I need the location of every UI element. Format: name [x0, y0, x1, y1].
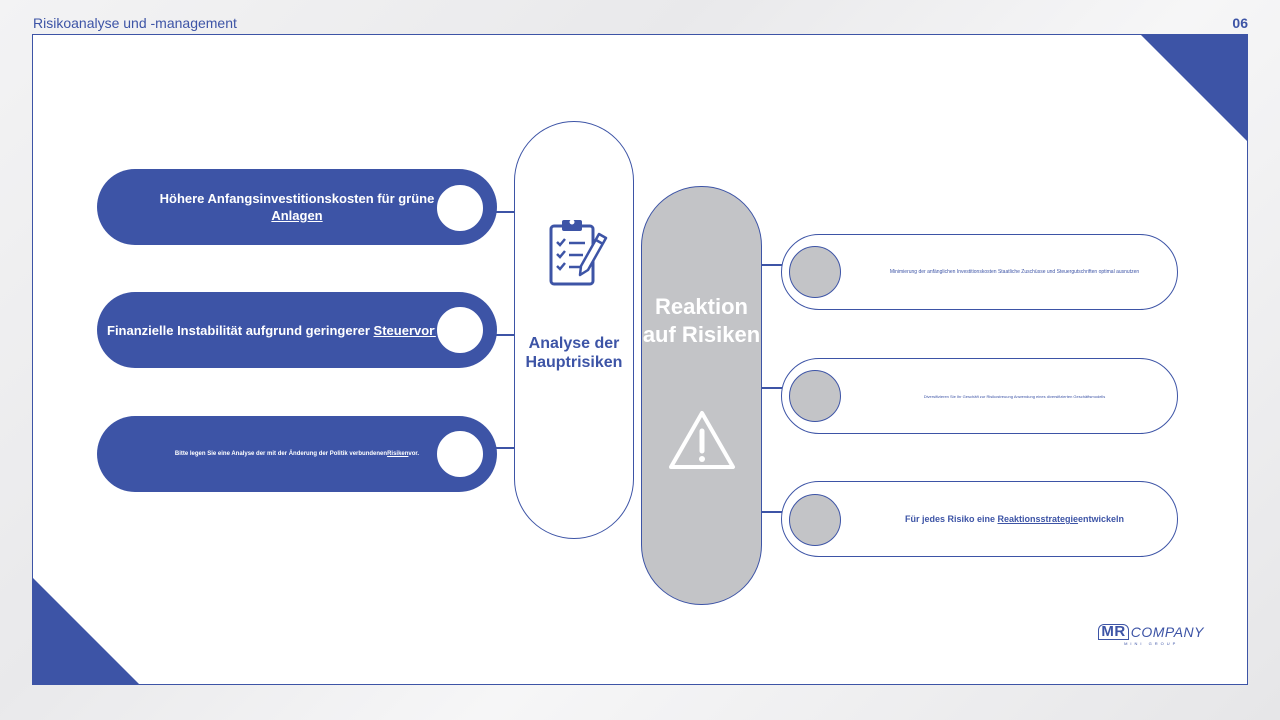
reaction-item-diversify: Diversifizieren Sie Ihr Geschäft zur Ris… — [781, 358, 1178, 434]
connector-line — [762, 264, 789, 266]
reaction-item-strategy: Für jedes Risiko eine Reaktionsstrategie… — [781, 481, 1178, 557]
connector-line — [485, 447, 515, 449]
reaction-item-text: Diversifizieren Sie Ihr Geschäft zur Ris… — [923, 393, 1106, 399]
connector-line — [485, 211, 515, 213]
clipboard-checklist-icon — [549, 219, 608, 286]
risk-item-suffix: vor. — [408, 451, 420, 457]
slide-frame: Höhere Anfangsinvestitionskosten für grü… — [32, 34, 1248, 685]
connector-line — [762, 387, 789, 389]
logo-tagline: MINI GROUP — [1124, 641, 1179, 646]
reaction-item-text: Minimierung der anfänglichen Investition… — [889, 269, 1140, 275]
page-number: 06 — [1232, 15, 1248, 31]
risk-item-investment-costs: Höhere Anfangsinvestitionskosten für grü… — [97, 169, 497, 245]
risk-item-link[interactable]: Risiken — [387, 451, 409, 457]
risk-item-policy-analysis: Bitte legen Sie eine Analyse der mit der… — [97, 416, 497, 492]
reaction-item-bullet — [789, 370, 841, 422]
corner-decoration-bottom-left — [33, 578, 139, 684]
main-risks-title: Analyse der Hauptrisiken — [525, 335, 623, 371]
risk-item-bullet — [435, 305, 485, 355]
reaction-item-text: Für jedes Risiko eine — [904, 514, 995, 524]
reaction-item-link[interactable]: Reaktionsstrategie — [997, 514, 1079, 524]
reaction-item-bullet — [789, 494, 841, 546]
connector-line — [485, 334, 515, 336]
corner-decoration-top-right — [1141, 35, 1247, 141]
reaction-item-bullet — [789, 246, 841, 298]
logo-name: COMPANY — [1130, 624, 1204, 640]
risk-item-bullet — [435, 429, 485, 479]
risk-item-text: Höhere Anfangsinvestitionskosten für grü… — [159, 191, 435, 206]
reaction-item-minimize-costs: Minimierung der anfänglichen Investition… — [781, 234, 1178, 310]
risk-item-text: Finanzielle Instabilität aufgrund gering… — [107, 322, 374, 338]
risk-item-text: Bitte legen Sie eine Analyse der mit der… — [174, 451, 388, 457]
warning-triangle-icon — [669, 411, 735, 469]
risk-item-link[interactable]: Anlagen — [271, 208, 323, 223]
connector-line — [762, 511, 789, 513]
risk-reaction-title: Reaktion auf Risiken — [642, 294, 761, 347]
page-header-title: Risikoanalyse und -management — [33, 15, 237, 31]
reaction-item-suffix: entwickeln — [1078, 514, 1125, 524]
main-risks-analysis-card: Analyse der Hauptrisiken — [514, 121, 634, 539]
risk-reaction-card: Reaktion auf Risiken — [641, 186, 762, 605]
logo-mark: MR — [1098, 624, 1129, 640]
risk-item-bullet — [435, 183, 485, 233]
company-logo: MR COMPANY MINI GROUP — [1098, 624, 1204, 646]
